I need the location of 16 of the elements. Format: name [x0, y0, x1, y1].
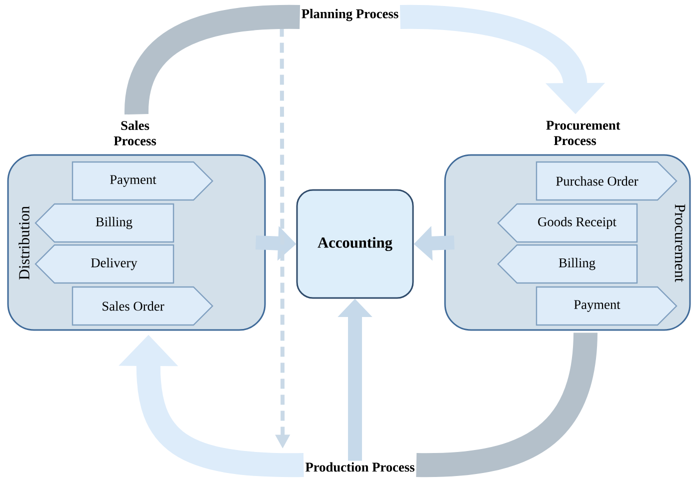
chevron-step: Sales Order: [72, 286, 214, 326]
curved-band: [416, 332, 598, 477]
chevron-step: Billing: [34, 203, 174, 243]
process-label: Production Process: [305, 462, 414, 472]
lane-label: Procurement: [674, 204, 686, 282]
chevron-step: Billing: [497, 244, 638, 284]
chevron-step: Purchase Order: [536, 161, 678, 201]
lane-heading: Sales Process: [114, 120, 156, 146]
process-box: Accounting: [296, 189, 414, 299]
lane-heading: Procurement Process: [546, 120, 620, 146]
chevron-step: Delivery: [34, 244, 174, 284]
chevron-step: Payment: [72, 161, 214, 201]
process-label: Planning Process: [302, 8, 398, 22]
lane-label: Distribution: [18, 206, 30, 280]
chevron-step: Goods Receipt: [497, 203, 638, 243]
chevron-step: Payment: [536, 286, 678, 326]
